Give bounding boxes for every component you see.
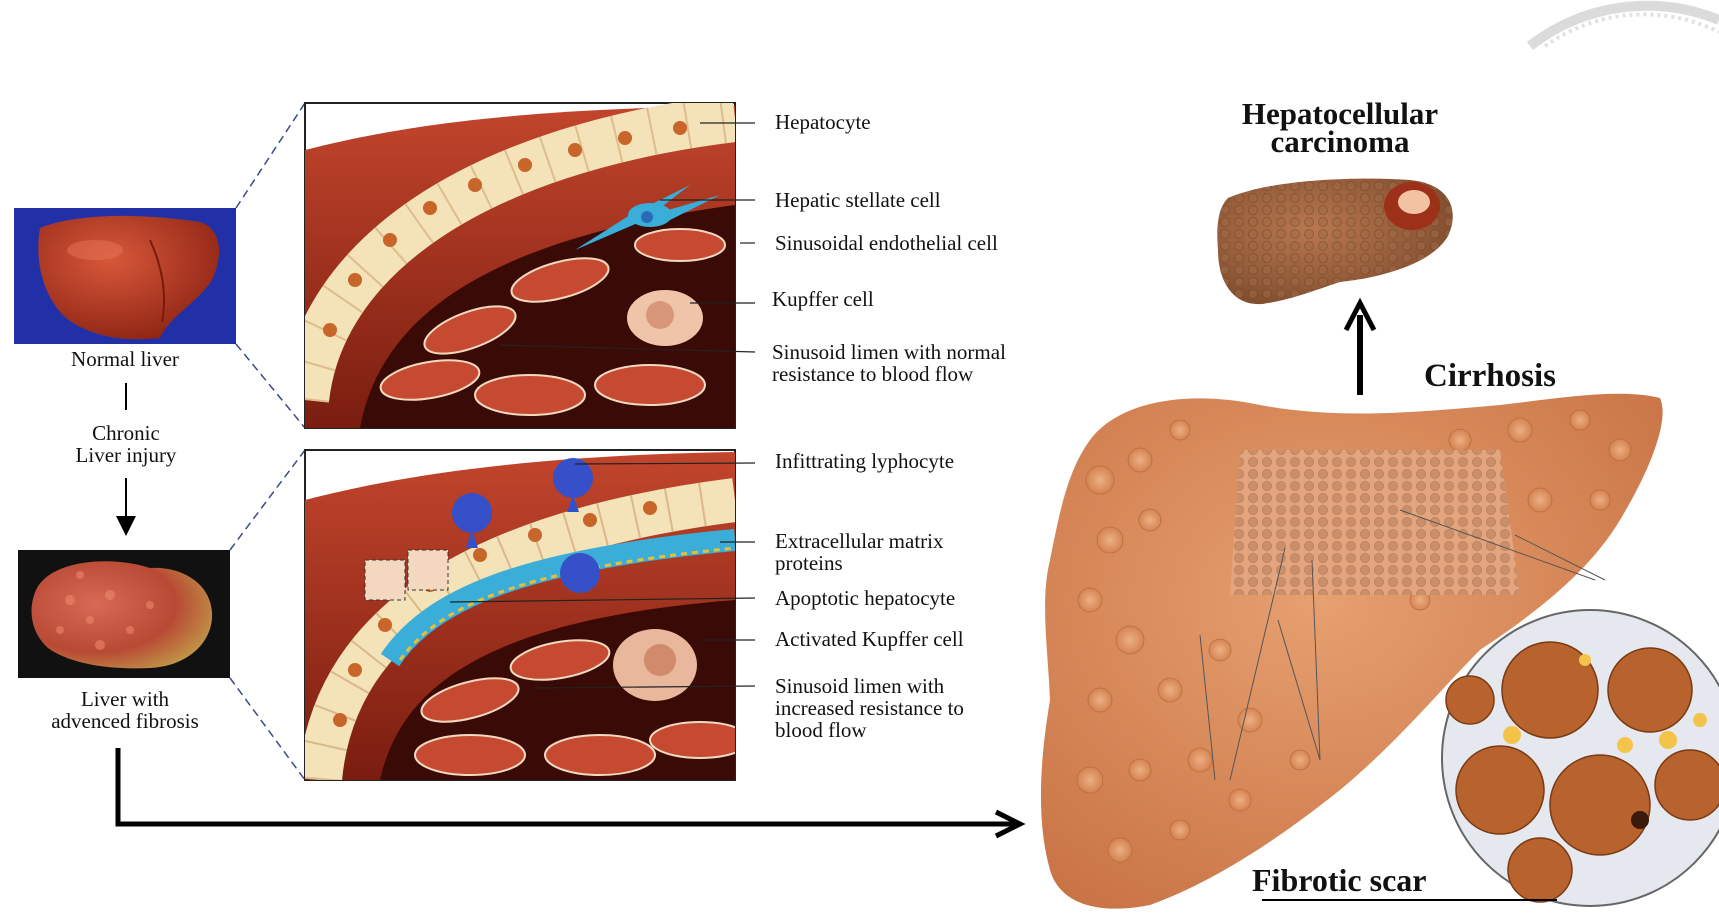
zoom-guide-lines <box>230 103 305 780</box>
label-apoptotic-hepatocyte: Apoptotic hepatocyte <box>775 587 955 609</box>
normal-liver-photo <box>14 208 236 344</box>
label-activated-kupffer-cell: Activated Kupffer cell <box>775 628 964 650</box>
progression-arrow-up <box>1346 303 1374 395</box>
label-sinusoid-increased: Sinusoid limen with increased resistance… <box>775 675 964 741</box>
label-extracellular-matrix: Extracellular matrix proteins <box>775 530 944 574</box>
fibrotic-liver-photo <box>18 550 230 678</box>
normal-liver-caption: Normal liver <box>14 348 236 370</box>
hcc-title: Hepatocellular carcinoma <box>1200 100 1480 156</box>
fibrotic-scar-histology <box>1442 610 1719 906</box>
normal-sinusoid-illustration <box>305 103 735 428</box>
label-sinusoid-normal: Sinusoid limen with normal resistance to… <box>772 341 1006 385</box>
label-kupffer-cell: Kupffer cell <box>772 288 874 310</box>
watermark-seal <box>1530 6 1719 46</box>
label-hepatic-stellate-cell: Hepatic stellate cell <box>775 189 941 211</box>
label-sinusoidal-endothelial-cell: Sinusoidal endothelial cell <box>775 232 998 254</box>
hepatocellular-carcinoma-liver <box>1217 179 1452 305</box>
cirrhosis-title: Cirrhosis <box>1410 358 1570 394</box>
fibrotic-sinusoid-illustration <box>305 450 750 780</box>
fibrosis-liver-caption: Liver with advenced fibrosis <box>14 688 236 732</box>
fibrotic-scar-label: Fibrotic scar <box>1252 862 1462 898</box>
label-infiltrating-lymphocyte: Infittrating lyphocyte <box>775 450 954 472</box>
label-hepatocyte: Hepatocyte <box>775 111 871 133</box>
chronic-injury-caption: Chronic Liver injury <box>36 422 216 466</box>
